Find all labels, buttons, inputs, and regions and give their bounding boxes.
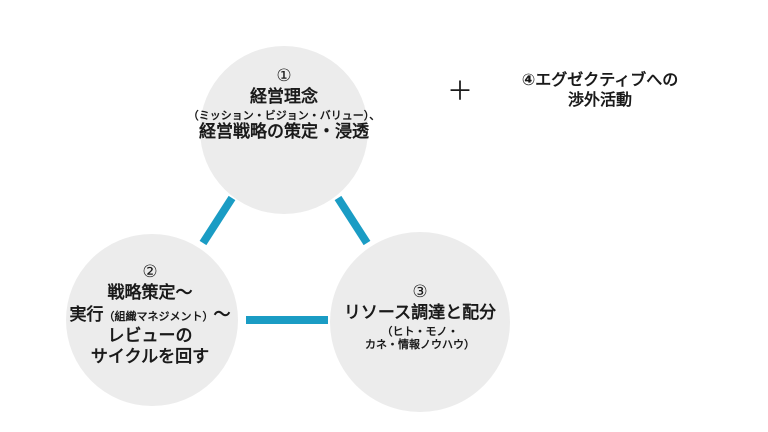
plus-sign: ＋ xyxy=(446,77,474,107)
connector-1-3 xyxy=(334,195,371,246)
node-1-number: ① xyxy=(276,66,292,86)
node-2-line3: レビューの xyxy=(107,325,193,346)
node-4-line2: 渉外活動 xyxy=(567,90,632,109)
connector-1-2 xyxy=(199,195,236,246)
node-2-line1: 戦略策定～ xyxy=(107,283,193,304)
node-4-text: ④エグゼクティブへの 渉外活動 xyxy=(522,70,679,110)
node-2-line2a: 実行 xyxy=(69,304,104,325)
node-1-title: 経営理念 xyxy=(250,87,318,108)
node-3-sub1: （ヒト・モノ・ xyxy=(381,324,459,338)
circle-3 xyxy=(330,232,510,412)
node-2-line2c: ～ xyxy=(213,304,231,325)
node-2-line2: 実行（組織マネジメント）～ xyxy=(70,305,231,326)
node-2-line4: サイクルを回す xyxy=(90,347,210,367)
node-3-sub2: カネ・情報ノウハウ） xyxy=(365,338,475,352)
node-1-sub: （ミッション・ビジョン・バリュー）、 xyxy=(187,108,381,122)
node-3-text: ③ リソース調達と配分 （ヒト・モノ・ カネ・情報ノウハウ） xyxy=(344,282,496,352)
node-1-text: ① 経営理念 （ミッション・ビジョン・バリュー）、 経営戦略の策定・浸透 xyxy=(188,66,381,144)
circle-2 xyxy=(66,234,238,406)
circle-1 xyxy=(200,46,368,214)
node-2-number: ② xyxy=(142,262,158,282)
node-2-text: ② 戦略策定～ 実行（組織マネジメント）～ レビューの サイクルを回す xyxy=(70,262,231,368)
node-3-title: リソース調達と配分 xyxy=(343,303,497,324)
node-2-line2b: （組織マネジメント） xyxy=(103,309,214,323)
node-4-line1: ④エグゼクティブへの xyxy=(521,70,679,89)
node-3-number: ③ xyxy=(412,282,428,302)
node-1-title2: 経営戦略の策定・浸透 xyxy=(199,122,369,143)
